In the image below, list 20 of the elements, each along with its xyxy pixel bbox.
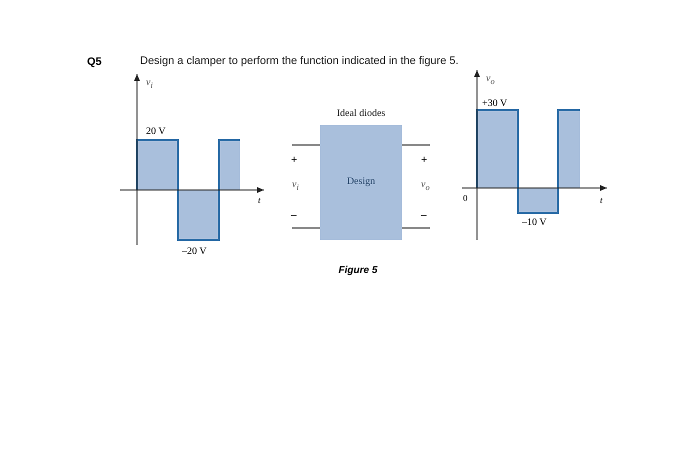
polarity-sign: –: [421, 210, 426, 221]
terminal-label: v$_{i}$: [292, 180, 299, 192]
terminal-label: v$_{o}$: [421, 180, 430, 192]
polarity-sign: +: [421, 155, 428, 166]
voltage-label: –10 V: [522, 218, 547, 228]
polarity-sign: +: [291, 155, 298, 166]
question-number: Q5: [87, 57, 102, 68]
axis-label: v$_{o}$: [486, 74, 495, 86]
axis-label: t: [600, 196, 603, 205]
polarity-sign: –: [291, 210, 296, 221]
origin-label: 0: [463, 194, 468, 203]
voltage-label: –20 V: [182, 247, 207, 257]
figure-caption: Figure 5: [338, 266, 378, 276]
voltage-label: 20 V: [146, 127, 166, 137]
question-text: Design a clamper to perform the function indicated in the figure 5.: [140, 56, 459, 67]
axis-label: t: [258, 196, 261, 205]
block-heading: Ideal diodes: [336, 109, 386, 119]
axis-label: v$_{i}$: [146, 78, 153, 90]
voltage-label: +30 V: [482, 99, 508, 109]
block-label: Design: [346, 177, 376, 187]
